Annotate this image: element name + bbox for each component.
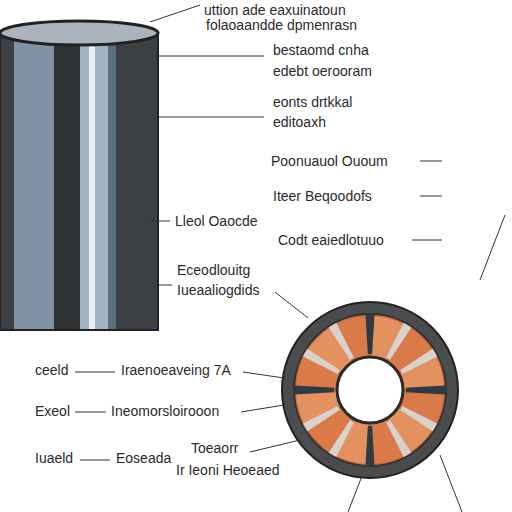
part-label: Iuaeld: [34, 450, 74, 466]
part-label: Codt eaiedlotuuo: [277, 232, 385, 248]
part-label: eonts drtkkal: [272, 94, 353, 110]
part-label: folaoaandde dpmenrasn: [205, 17, 358, 33]
part-label: Iueaaliogdids: [176, 282, 261, 298]
part-label: Ineomorsloirooon: [110, 403, 220, 419]
leader-lines: [75, 5, 505, 512]
part-label: Eoseada: [115, 450, 172, 466]
part-label: Poonuauol Ououm: [270, 153, 389, 169]
part-label: editoaxh: [272, 114, 327, 130]
part-label: Iraenoeaveing 7A: [120, 362, 232, 378]
part-label: Lleol Oaocde: [174, 213, 259, 229]
part-label: ceeld: [34, 362, 69, 378]
ring-cross-section: [282, 302, 458, 478]
part-label: Eceodlouitg: [176, 262, 251, 278]
part-label: bestaomd cnha: [272, 42, 370, 58]
part-label: uttion ade eaxuinatoun: [203, 2, 347, 18]
cylinder: [0, 21, 158, 330]
part-label: Iteer Beqoodofs: [272, 188, 373, 204]
part-label: Exeol: [34, 403, 71, 419]
part-label: Ir Ieoni Heoeaed: [175, 462, 281, 478]
part-label: Toeaorr: [190, 440, 239, 456]
part-label: edebt oerooram: [272, 63, 373, 79]
